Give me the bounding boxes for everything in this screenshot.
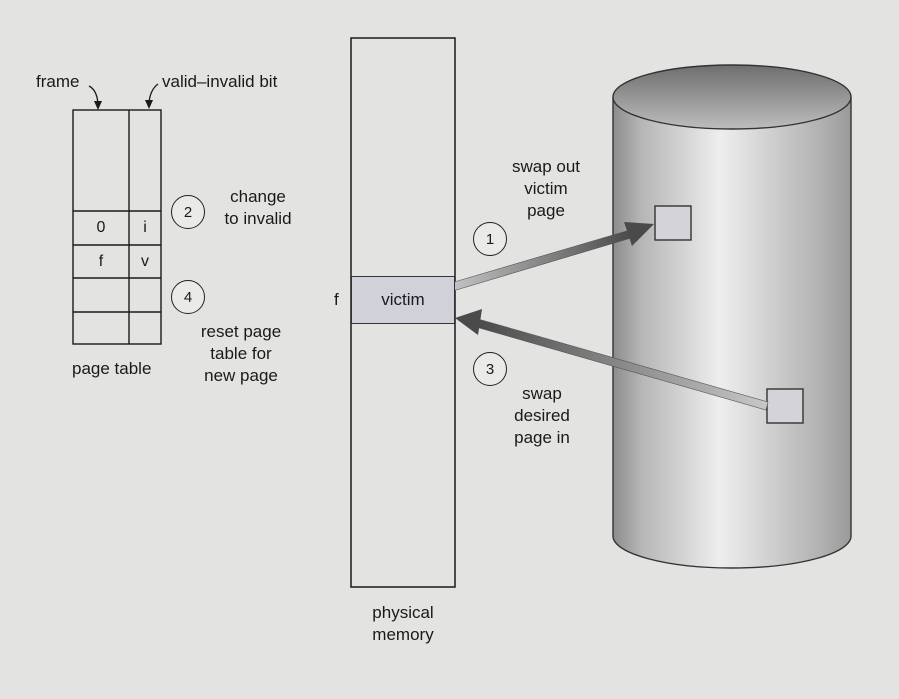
swap-in-arrow	[455, 309, 769, 411]
page-table	[72, 109, 162, 345]
step-3-marker: 3	[473, 352, 507, 386]
frame-label: frame	[36, 72, 80, 91]
step-1-line: page	[527, 201, 565, 220]
page-table-bit-cell: i	[143, 219, 147, 236]
backing-store-disk	[612, 64, 852, 569]
step-2-line: to invalid	[224, 209, 292, 228]
page-table-label: page table	[72, 359, 152, 378]
valid-invalid-bit-label: valid–invalid bit	[162, 72, 278, 91]
step-4-line: reset page	[200, 322, 282, 341]
step-4-marker: 4	[171, 280, 205, 314]
step-2-line: change	[230, 187, 286, 206]
step-3-text: swap desired page in	[497, 383, 587, 449]
step-1-text: swap out victim page	[496, 156, 596, 222]
step-3-line: swap	[522, 384, 562, 403]
physical-memory-label: physical memory	[353, 602, 453, 646]
step-4-text: reset page table for new page	[186, 321, 296, 387]
step-1-marker: 1	[473, 222, 507, 256]
frame-pointer-arrow	[88, 85, 102, 110]
page-table-bit-cell: v	[141, 253, 149, 270]
page-table-frame-cell: 0	[96, 219, 106, 236]
step-3-line: desired	[514, 406, 570, 425]
frame-f-marker: f	[334, 290, 339, 309]
step-3-line: page in	[514, 428, 570, 447]
step-1-line: victim	[524, 179, 568, 198]
victim-page-on-disk	[654, 205, 692, 241]
step-4-line: new page	[204, 366, 278, 385]
physical-memory-line: physical	[372, 603, 434, 622]
step-4-line: table for	[210, 344, 272, 363]
physical-memory-line: memory	[372, 625, 434, 644]
victim-label: victim	[381, 290, 425, 309]
victim-frame: victim	[351, 276, 455, 324]
step-2-marker: 2	[171, 195, 205, 229]
bit-pointer-arrow	[145, 83, 159, 109]
page-table-frame-cell: f	[98, 253, 104, 270]
step-2-text: change to invalid	[208, 186, 308, 230]
desired-page-on-disk	[766, 388, 804, 424]
step-1-line: swap out	[511, 157, 581, 176]
